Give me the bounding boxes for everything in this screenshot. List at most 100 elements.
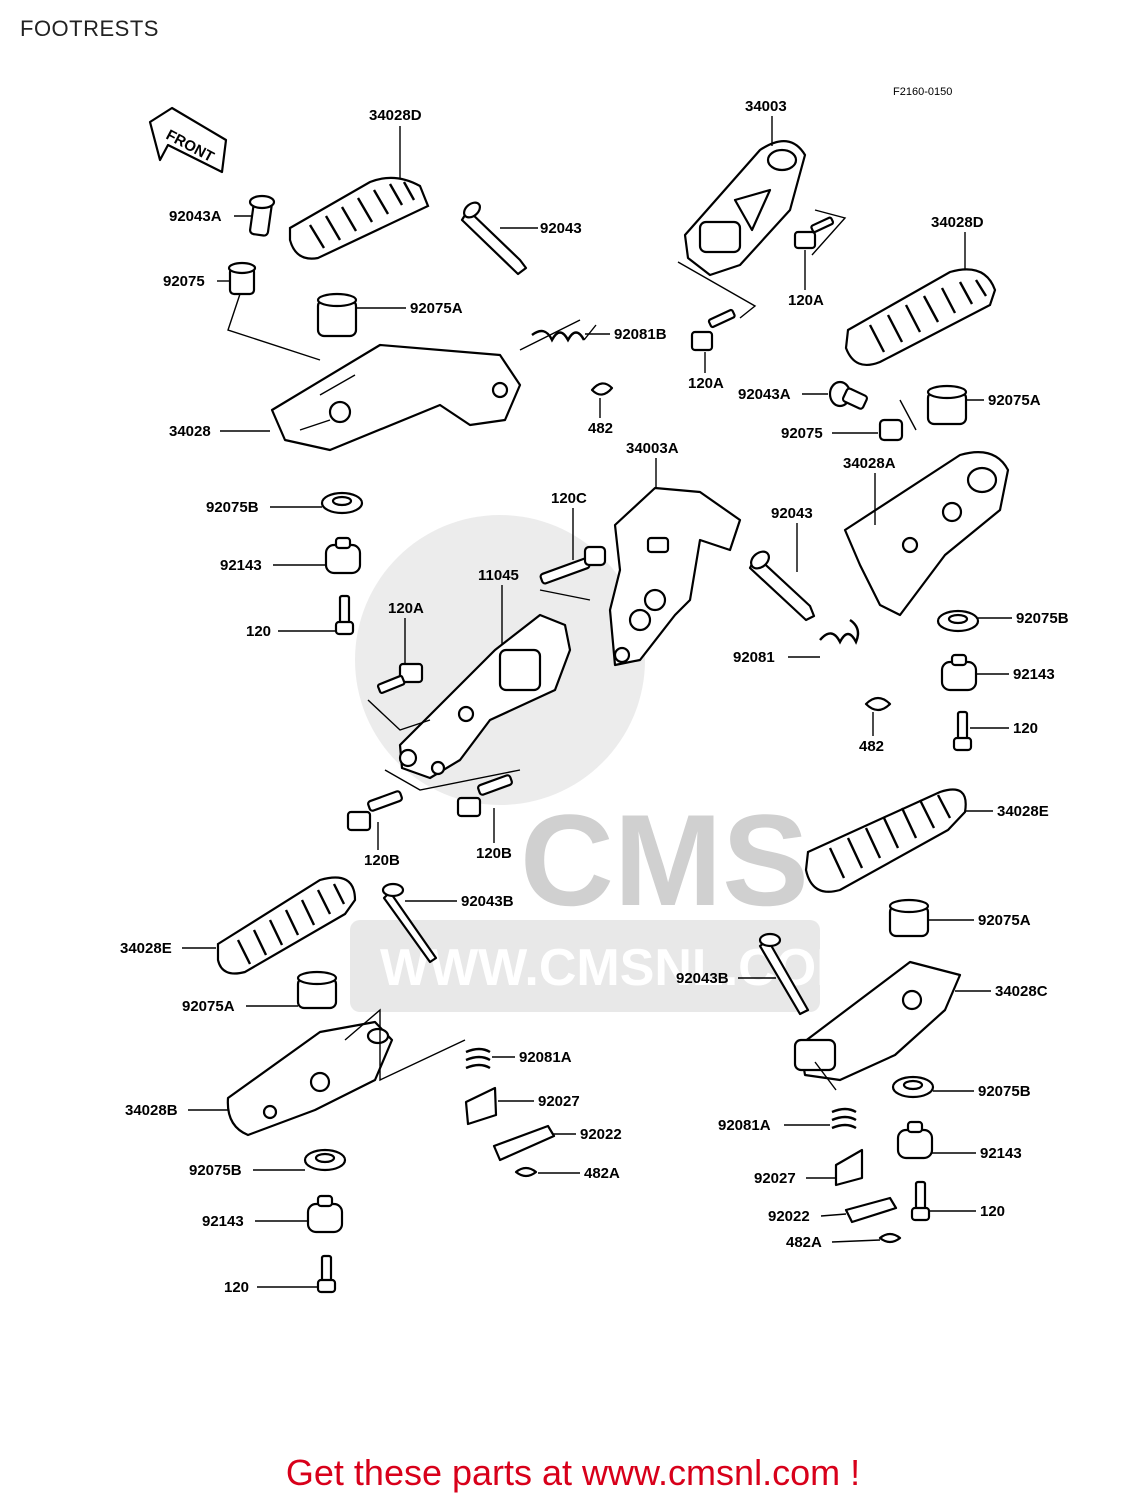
bolt-120-right bbox=[952, 710, 973, 752]
label-92081A-left: 92081A bbox=[519, 1049, 572, 1066]
spring-92081A-right bbox=[831, 1107, 857, 1130]
label-120B-right: 120B bbox=[476, 845, 512, 862]
pin-92043B-right bbox=[758, 932, 810, 1016]
label-92143-right: 92143 bbox=[1013, 666, 1055, 683]
cap-92143-left-lower bbox=[306, 1194, 344, 1234]
spring-92081 bbox=[819, 619, 860, 645]
label-92043A-right: 92043A bbox=[738, 386, 791, 403]
label-92043-top: 92043 bbox=[540, 220, 582, 237]
cap-92143-left bbox=[324, 536, 362, 575]
bolt-120C bbox=[539, 545, 607, 585]
bolt-120A-lower bbox=[690, 308, 736, 352]
label-92081: 92081 bbox=[733, 649, 775, 666]
bolt-120B-left bbox=[346, 790, 403, 832]
stopper-92027-left bbox=[464, 1086, 498, 1126]
label-92043B-left: 92043B bbox=[461, 893, 514, 910]
pin-92043-right bbox=[748, 550, 816, 622]
pin-92043B-left bbox=[381, 882, 438, 964]
bolt-120A-mid bbox=[376, 662, 424, 695]
washer-92075B-right-lower bbox=[891, 1075, 935, 1099]
bolt-120A-upper bbox=[793, 216, 835, 250]
label-34028D-right: 34028D bbox=[931, 214, 984, 231]
bolt-92043A-right bbox=[828, 380, 869, 410]
label-482-upper: 482 bbox=[588, 420, 613, 437]
label-34028A: 34028A bbox=[843, 455, 896, 472]
pin-92043-top bbox=[460, 201, 528, 276]
label-92075A-right: 92075A bbox=[988, 392, 1041, 409]
label-92075B-left-lower: 92075B bbox=[189, 1162, 242, 1179]
washer-92075B-right bbox=[936, 609, 980, 633]
washer-92075B-left-lower bbox=[303, 1148, 347, 1172]
label-11045: 11045 bbox=[478, 567, 519, 584]
clip-482-upper bbox=[590, 382, 614, 396]
label-92075-right: 92075 bbox=[781, 425, 823, 442]
label-34028D-left: 34028D bbox=[369, 107, 422, 124]
label-92143-left-lower: 92143 bbox=[202, 1213, 244, 1230]
label-92075A-left-lower: 92075A bbox=[182, 998, 235, 1015]
rubber-pad-34028D-left bbox=[288, 176, 430, 260]
collar-92075-right bbox=[878, 418, 904, 442]
label-92075A-left: 92075A bbox=[410, 300, 463, 317]
label-92043B-right: 92043B bbox=[676, 970, 729, 987]
footrest-bracket-34028A bbox=[843, 451, 1010, 617]
cap-92143-right bbox=[940, 653, 978, 692]
clip-482A-right bbox=[878, 1232, 902, 1244]
bolt-120-right-lower bbox=[910, 1180, 931, 1222]
part-labels: 34028D 92043A 92043 92075 92075A 34003 3… bbox=[120, 98, 1069, 1296]
label-92075B-right: 92075B bbox=[1016, 610, 1069, 627]
label-34003: 34003 bbox=[745, 98, 787, 115]
front-arrow-icon: FRONT bbox=[148, 106, 228, 174]
bolt-120-left bbox=[334, 594, 355, 636]
bolt-92043A-left bbox=[248, 194, 276, 237]
label-92143-right-lower: 92143 bbox=[980, 1145, 1022, 1162]
label-34028E-right: 34028E bbox=[997, 803, 1049, 820]
bracket-34003A bbox=[608, 486, 742, 667]
label-34028E-left: 34028E bbox=[120, 940, 172, 957]
damper-92075A-left-lower bbox=[296, 970, 338, 1010]
label-92143-left: 92143 bbox=[220, 557, 262, 574]
stopper-92027-right bbox=[834, 1148, 864, 1187]
clip-482A-left bbox=[514, 1166, 538, 1178]
label-92043A-left: 92043A bbox=[169, 208, 222, 225]
damper-92075A-right bbox=[926, 384, 968, 426]
label-92081B: 92081B bbox=[614, 326, 667, 343]
label-120A-upper: 120A bbox=[788, 292, 824, 309]
label-92027-right: 92027 bbox=[754, 1170, 796, 1187]
plate-92022-right bbox=[844, 1196, 898, 1224]
watermark-brand: CMS bbox=[520, 787, 809, 933]
cap-92143-right-lower bbox=[896, 1120, 934, 1160]
label-120-right: 120 bbox=[1013, 720, 1038, 737]
label-34028C: 34028C bbox=[995, 983, 1048, 1000]
assembly-lines bbox=[227, 209, 917, 1091]
rubber-pad-34028E-right bbox=[804, 788, 967, 893]
order-parts-link[interactable]: Get these parts at www.cmsnl.com ! bbox=[285, 1452, 861, 1493]
label-120-right-lower: 120 bbox=[980, 1203, 1005, 1220]
footrest-34028C bbox=[793, 960, 962, 1082]
label-482-right: 482 bbox=[859, 738, 884, 755]
label-92022-left: 92022 bbox=[580, 1126, 622, 1143]
plate-92022-left bbox=[492, 1124, 556, 1162]
clip-482-right bbox=[864, 696, 892, 712]
footrest-34028B bbox=[226, 1020, 394, 1137]
label-120C: 120C bbox=[551, 490, 587, 507]
page-title: FOOTRESTS bbox=[20, 16, 159, 41]
label-120-left: 120 bbox=[246, 623, 271, 640]
label-92075-left: 92075 bbox=[163, 273, 205, 290]
bolt-120B-right bbox=[456, 774, 513, 818]
label-120B-left: 120B bbox=[364, 852, 400, 869]
rubber-pad-34028E-left bbox=[216, 876, 357, 975]
label-34028: 34028 bbox=[169, 423, 211, 440]
footrest-bracket-34028 bbox=[270, 343, 522, 452]
label-482A-right: 482A bbox=[786, 1234, 822, 1251]
spring-92081B bbox=[531, 324, 597, 343]
bracket-11045 bbox=[398, 613, 572, 780]
label-120-left-lower: 120 bbox=[224, 1279, 249, 1296]
diagram-code: F2160-0150 bbox=[893, 86, 952, 98]
rubber-pad-34028D-right bbox=[844, 268, 997, 366]
spring-92081A-left bbox=[465, 1047, 491, 1070]
collar-92075-left bbox=[227, 261, 257, 296]
label-92075A-right-lower: 92075A bbox=[978, 912, 1031, 929]
label-482A-left: 482A bbox=[584, 1165, 620, 1182]
bracket-34003 bbox=[683, 140, 807, 277]
